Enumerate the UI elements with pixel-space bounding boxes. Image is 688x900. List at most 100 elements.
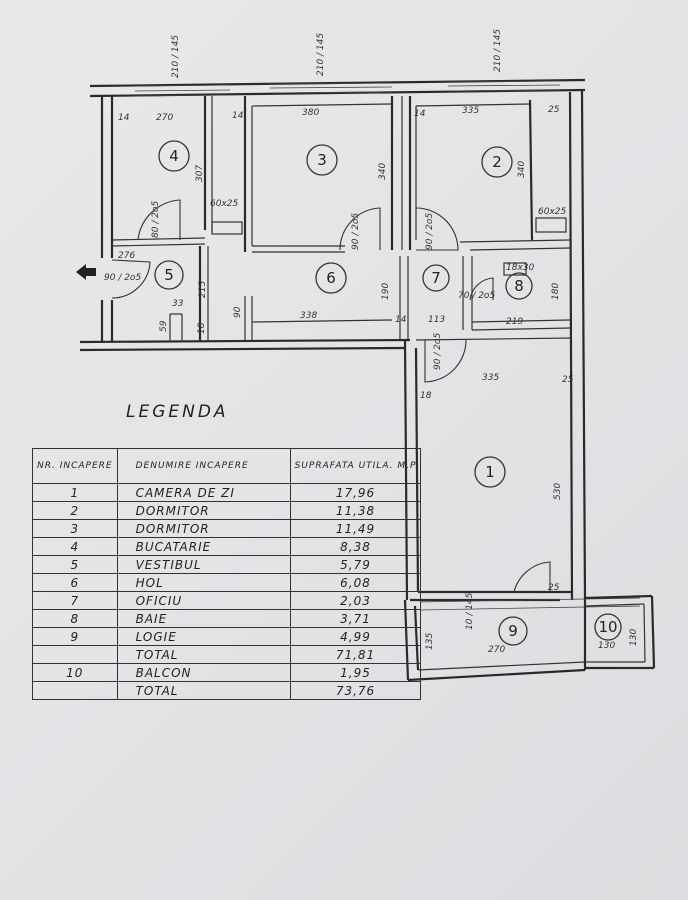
dim-win-top-3: 210 / 145 (493, 29, 503, 72)
loggia-balcony (403, 594, 656, 682)
balcony-name: BALCON (116, 663, 291, 682)
total-label: TOTAL (116, 681, 291, 700)
legend-title: LEGENDA (126, 402, 229, 422)
room-3-label: 3 (317, 151, 327, 169)
dim-oficiu-width: 113 (428, 315, 445, 325)
row-name: VESTIBUL (116, 555, 291, 574)
dim-r4-height: 307 (195, 165, 205, 182)
dim-25b: 25 (562, 375, 574, 385)
row-area: 8,38 (289, 537, 422, 556)
dim-door-of: 70 / 2o5 (458, 291, 495, 301)
dim-r4-width: 270 (156, 113, 173, 123)
dimension-labels: 270 380 335 340 340 307 215 338 113 219 … (104, 29, 639, 655)
legend-table: NR. INCAPERE DENUMIRE INCAPERE SUPRAFATA… (32, 448, 422, 700)
row-area: 2,03 (289, 591, 422, 610)
row-nr: 6 (32, 573, 118, 592)
row-nr: 4 (32, 537, 118, 556)
room-5-marker (154, 260, 184, 290)
dim-bath-width: 219 (506, 317, 523, 327)
windows (134, 80, 641, 611)
legend-header-row: NR. INCAPERE DENUMIRE INCAPERE SUPRAFATA… (32, 448, 422, 484)
dim-r3-width: 380 (302, 108, 319, 118)
shafts (211, 217, 567, 276)
room-7-label: 7 (431, 269, 441, 287)
row-name: LOGIE (116, 627, 291, 646)
dim-logie-width: 270 (488, 645, 505, 655)
row-nr: 2 (32, 501, 118, 520)
row-area: 6,08 (289, 573, 422, 592)
room-8-label: 8 (514, 277, 524, 295)
dim-18b: 18 (420, 391, 432, 401)
dim-90: 90 (233, 306, 243, 318)
dim-18a: 18 (197, 322, 207, 334)
dim-r3-height: 340 (378, 163, 388, 180)
dim-shaft-2: 60x25 (538, 207, 567, 217)
dim-v-height: 215 (198, 281, 208, 298)
subtotal-area: 71,81 (289, 645, 422, 664)
dim-win-top-1: 210 / 145 (171, 35, 181, 78)
row-name: BAIE (116, 609, 291, 628)
row-nr: 7 (32, 591, 118, 610)
room-5-label: 5 (164, 266, 174, 284)
dim-180: 180 (551, 283, 561, 300)
row-area: 11,38 (289, 501, 422, 520)
dim-door-l: 10 / 145 (465, 592, 475, 630)
dim-59: 59 (159, 320, 169, 332)
row-area: 17,96 (289, 483, 422, 502)
room-3-marker (306, 144, 338, 176)
dim-135: 135 (425, 633, 435, 650)
dim-25a: 25 (548, 105, 560, 115)
row-nr: 1 (32, 483, 118, 502)
doors (111, 199, 551, 593)
row-area: 4,99 (289, 627, 422, 646)
subtotal-label: TOTAL (116, 645, 291, 664)
balcony-nr: 10 (32, 663, 118, 682)
col-name-header: DENUMIRE INCAPERE (116, 448, 291, 484)
dim-hol-width: 338 (300, 311, 317, 321)
row-nr: 3 (32, 519, 118, 538)
room-4-marker (158, 140, 190, 172)
room-10-label: 10 (598, 618, 617, 636)
row-nr: 9 (32, 627, 118, 646)
row-area: 5,79 (289, 555, 422, 574)
dim-kitchen-width: 335 (482, 373, 499, 383)
dim-14d: 14 (395, 315, 407, 325)
dim-14c: 14 (414, 109, 426, 119)
dim-door-r3: 90 / 2o5 (351, 213, 361, 250)
dim-r2-height: 340 (517, 161, 527, 178)
dim-kitchen-height: 530 (553, 483, 563, 500)
dim-r2-width: 335 (462, 106, 479, 116)
dim-win-top-2: 210 / 145 (316, 33, 326, 76)
dim-door-r2: 90 / 2o5 (425, 213, 435, 250)
row-nr: 8 (32, 609, 118, 628)
dim-14a: 14 (118, 113, 130, 123)
dim-door-entry: 90 / 2o5 (104, 273, 141, 283)
room-1-marker (474, 456, 506, 488)
row-name: HOL (116, 573, 291, 592)
dim-balcon-width: 130 (598, 641, 615, 651)
balcony-area: 1,95 (289, 663, 422, 682)
dim-vent: 18x30 (506, 263, 535, 273)
dim-door-80: 80 / 2o5 (151, 201, 161, 238)
room-1-label: 1 (485, 463, 495, 481)
room-markers: 1 2 3 4 5 6 7 8 9 10 (154, 140, 622, 646)
total-area: 73,76 (289, 681, 422, 700)
dim-25c: 25 (548, 583, 560, 593)
col-nr-header: NR. INCAPERE (32, 448, 118, 484)
dim-276: 276 (118, 251, 135, 261)
dim-190: 190 (381, 283, 391, 300)
dim-door-k: 90 / 2o5 (433, 333, 443, 370)
row-name: DORMITOR (116, 501, 291, 520)
row-area: 11,49 (289, 519, 422, 538)
